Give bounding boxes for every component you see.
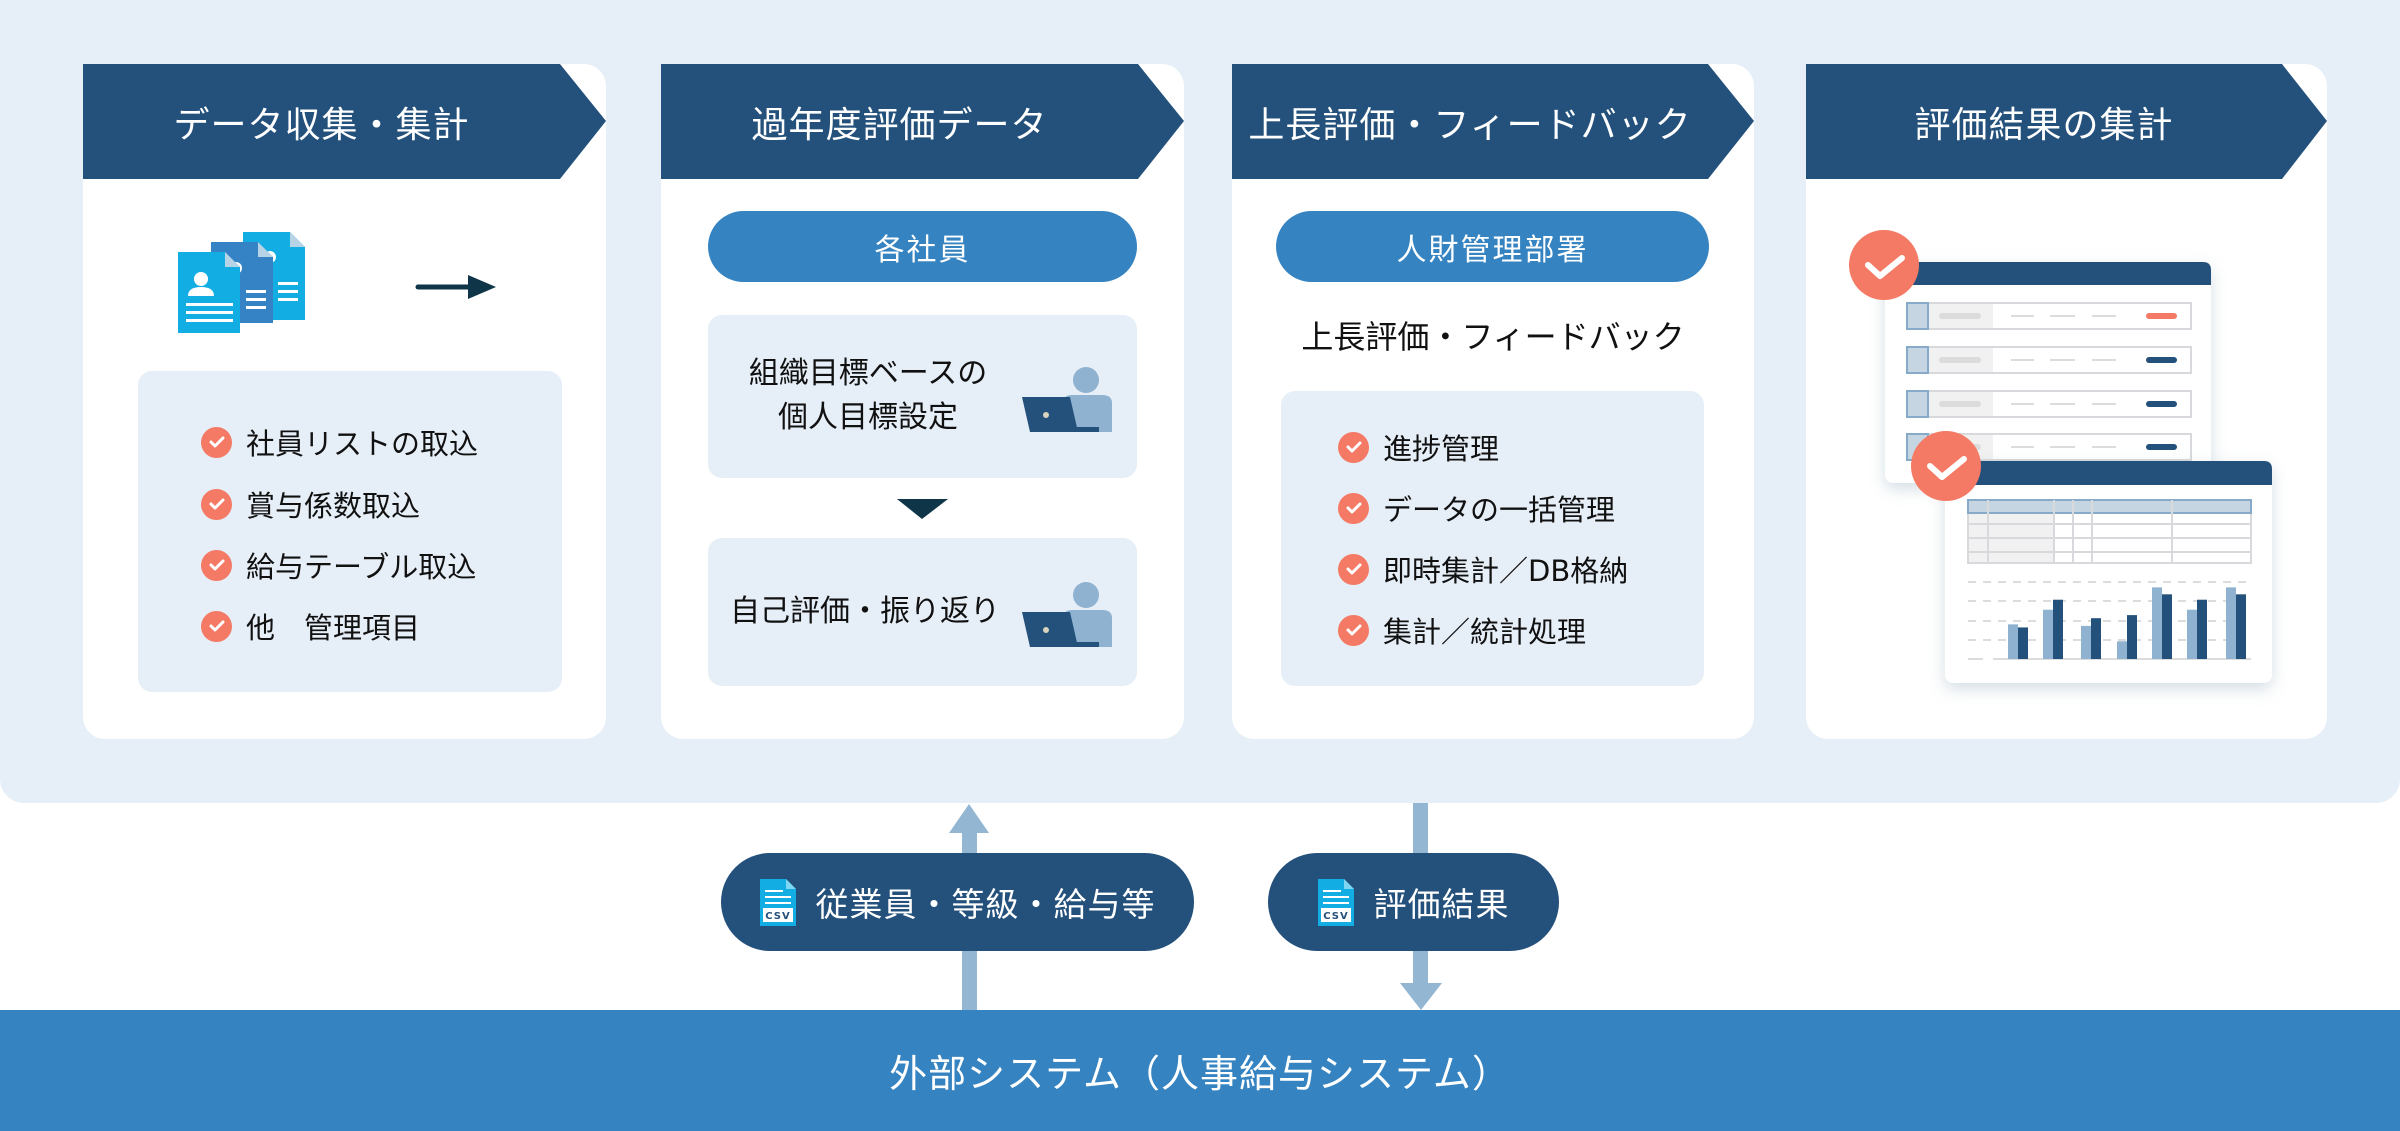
data-import-illustration bbox=[178, 232, 496, 333]
report-table bbox=[1967, 499, 2252, 564]
check-icon bbox=[201, 426, 232, 458]
list-item: 社員リストの取込 bbox=[201, 422, 478, 462]
check-icon bbox=[201, 549, 232, 581]
step-box-self-evaluation: 自己評価・振り返り bbox=[708, 538, 1137, 686]
step-line-1: 組織目標ベースの bbox=[748, 356, 988, 391]
chart-bar bbox=[2043, 609, 2053, 659]
item-label: 賞与係数取込 bbox=[246, 489, 421, 523]
person-laptop-icon bbox=[1022, 367, 1112, 432]
step-text: 組織目標ベースの 個人目標設定 bbox=[738, 352, 998, 440]
list-item: 即時集計／DB格納 bbox=[1338, 549, 1628, 589]
card-manager-feedback: 上長評価・フィードバック 人財管理部署 上長評価・フィードバック 進捗管理 デー… bbox=[1232, 64, 1754, 739]
section-subtitle: 上長評価・フィードバック bbox=[1301, 318, 1685, 356]
step-line-2: 個人目標設定 bbox=[778, 400, 958, 435]
list-item: 進捗管理 bbox=[1338, 427, 1499, 467]
check-badge-icon bbox=[1911, 431, 1981, 501]
flow-label: 従業員・等級・給与等 bbox=[815, 885, 1156, 924]
triangle-down-icon bbox=[897, 499, 948, 519]
check-badge-icon bbox=[1849, 230, 1919, 300]
chevron-header-shape bbox=[83, 64, 606, 179]
list-item: データの一括管理 bbox=[1338, 488, 1615, 528]
card-title: 過年度評価データ bbox=[751, 104, 1048, 146]
person-laptop-icon bbox=[1022, 582, 1112, 647]
arrow-right-icon-shape bbox=[415, 275, 496, 299]
external-system-bar: 外部システム（人事給与システム） bbox=[0, 1010, 2400, 1131]
chart-bar bbox=[2117, 641, 2127, 659]
check-icon bbox=[201, 488, 232, 520]
check-icon bbox=[201, 610, 232, 642]
chart-bar bbox=[2053, 599, 2063, 659]
step-text: 自己評価・振り返り bbox=[730, 594, 1000, 629]
step-box-goal-setting: 組織目標ベースの 個人目標設定 bbox=[708, 315, 1137, 478]
svg-text:CSV: CSV bbox=[1323, 911, 1348, 922]
flow-pill-employee-data: CSV 従業員・等級・給与等 bbox=[721, 853, 1194, 951]
chart-bar bbox=[2152, 587, 2162, 659]
chart-bar bbox=[2162, 594, 2172, 659]
check-icon bbox=[1338, 492, 1369, 524]
list-item: 集計／統計処理 bbox=[1338, 610, 1586, 650]
card-title: 上長評価・フィードバック bbox=[1248, 104, 1692, 146]
bars bbox=[2008, 587, 2246, 659]
chart-bar bbox=[2008, 624, 2018, 659]
chevron-header-shape bbox=[1806, 64, 2327, 179]
chart-bar bbox=[2081, 625, 2091, 659]
report-window bbox=[1945, 461, 2272, 683]
csv-file-icon: CSV bbox=[1317, 878, 1354, 926]
csv-file-icon: CSV bbox=[759, 878, 796, 926]
check-icon bbox=[1338, 614, 1369, 646]
card-title: 評価結果の集計 bbox=[1914, 104, 2174, 146]
role-pill-employees: 各社員 bbox=[708, 211, 1137, 282]
item-label: 他 管理項目 bbox=[246, 611, 421, 645]
bar-chart bbox=[1968, 581, 2251, 660]
check-icon bbox=[1338, 431, 1369, 463]
chart-bar bbox=[2197, 599, 2207, 659]
list-item: 他 管理項目 bbox=[201, 606, 420, 646]
chart-bar bbox=[2127, 615, 2137, 659]
item-label: データの一括管理 bbox=[1383, 493, 1616, 527]
card-title: データ収集・集計 bbox=[173, 104, 470, 146]
item-label: 集計／統計処理 bbox=[1383, 615, 1587, 649]
role-pill-hr-department: 人財管理部署 bbox=[1276, 211, 1709, 282]
svg-text:CSV: CSV bbox=[765, 911, 790, 922]
item-label: 即時集計／DB格納 bbox=[1383, 554, 1629, 588]
flow-pill-evaluation-results: CSV 評価結果 bbox=[1268, 853, 1559, 951]
chart-bar bbox=[2091, 618, 2101, 659]
chart-bar bbox=[2018, 627, 2028, 659]
chevron-header-shape bbox=[661, 64, 1184, 179]
item-label: 給与テーブル取込 bbox=[246, 550, 477, 584]
check-icon bbox=[1338, 553, 1369, 585]
flow-label: 評価結果 bbox=[1373, 885, 1510, 924]
card-past-evaluation: 過年度評価データ 各社員 組織目標ベースの 個人目標設定 自己評価・振り返り bbox=[661, 64, 1184, 739]
item-label: 進捗管理 bbox=[1383, 432, 1500, 466]
employee-documents-icon bbox=[178, 232, 305, 333]
list-item: 賞与係数取込 bbox=[201, 484, 420, 524]
chart-bar bbox=[2187, 609, 2197, 659]
external-system-label: 外部システム（人事給与システム） bbox=[889, 1052, 1511, 1096]
chart-bar bbox=[2226, 587, 2236, 659]
chart-bar bbox=[2236, 594, 2246, 659]
import-items-box: 社員リストの取込 賞与係数取込 給与テーブル取込 他 管理項目 bbox=[138, 371, 562, 692]
list-item: 給与テーブル取込 bbox=[201, 545, 476, 585]
item-label: 社員リストの取込 bbox=[246, 427, 479, 461]
feedback-items-box: 進捗管理 データの一括管理 即時集計／DB格納 集計／統計処理 bbox=[1281, 391, 1704, 686]
chevron-header-shape bbox=[1232, 64, 1754, 179]
evaluation-report-illustration bbox=[1849, 230, 2272, 683]
card-data-collection: データ収集・集計 bbox=[83, 64, 606, 739]
